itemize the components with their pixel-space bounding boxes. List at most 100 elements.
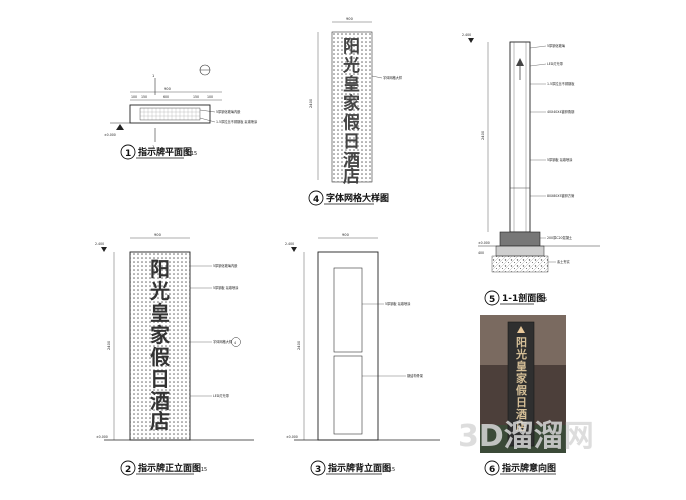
render-characters: 阳 光 皇 家 假 日 酒 店 bbox=[515, 335, 528, 433]
render-sign-post bbox=[507, 321, 535, 447]
back-drawing: 2.400 900 2400 ±0.000 5厚钢板 氟碳喷涂 钢结构骨架 3 … bbox=[285, 233, 440, 476]
grid-char-6: 日 bbox=[343, 132, 360, 152]
plan-caption: 1 指示牌平面图 1:15 bbox=[120, 144, 197, 160]
back-caption-title: 指示牌背立面图 bbox=[328, 462, 391, 474]
front-char-4: 家 bbox=[150, 323, 171, 347]
section-callout-4: 40X40X4镀锌角钢 bbox=[547, 109, 574, 114]
front-height-label: 2400 bbox=[107, 340, 111, 350]
grid-panel bbox=[331, 31, 373, 183]
section-callout-5: 5厚钢板 氟碳喷涂 bbox=[547, 157, 573, 162]
section-caption-scale: 1:15 bbox=[536, 297, 547, 303]
front-callout-4: LED灯光带 bbox=[213, 393, 230, 398]
back-height-label: 2400 bbox=[297, 340, 301, 350]
section-leaders bbox=[529, 45, 556, 263]
render-caption-title: 指示牌意向图 bbox=[502, 462, 556, 474]
front-caption-scale: 1:15 bbox=[196, 467, 207, 473]
section-height-label: 2400 bbox=[481, 130, 485, 140]
render-char-4: 家 bbox=[516, 371, 528, 385]
section-arrow-icon bbox=[516, 58, 524, 66]
section-drawing: 2.400 2400 ±0.000 400 5厚钢化玻璃 LED灯光带 1.5厚 bbox=[462, 33, 600, 306]
section-callout-8: 素土夯实 bbox=[557, 259, 570, 264]
section-level-top: 2.400 bbox=[462, 33, 471, 37]
grid-caption: 4 字体网格大样图 1:15 bbox=[308, 190, 389, 206]
grid-caption-number: 4 bbox=[313, 195, 319, 205]
grid-char-2: 光 bbox=[342, 55, 360, 76]
back-panel bbox=[317, 251, 379, 441]
section-callout-7: 200厚C20混凝土 bbox=[547, 235, 573, 240]
section-soil bbox=[491, 255, 549, 273]
front-caption: 2 指示牌正立面图 1:15 bbox=[120, 460, 207, 476]
front-char-7: 酒 bbox=[150, 389, 170, 413]
grid-characters: 阳 光 皇 家 假 日 酒 店 bbox=[342, 37, 360, 187]
plan-dimension-chain: 100 150 600 150 100 bbox=[131, 95, 213, 99]
render-char-7: 酒 bbox=[516, 408, 527, 421]
render-arrow-icon bbox=[517, 326, 525, 333]
section-base-dim: 400 bbox=[478, 251, 484, 255]
front-level-top-marker bbox=[101, 247, 107, 252]
section-caption: 5 1-1剖面图 1:15 bbox=[484, 290, 547, 306]
front-drawing: 2.400 900 2400 阳 光 皇 家 假 日 酒 店 ±0.000 5厚… bbox=[95, 233, 254, 476]
render-caption: 6 指示牌意向图 bbox=[484, 460, 556, 476]
section-marker-top: 1 bbox=[152, 74, 154, 78]
back-width-label: 900 bbox=[342, 233, 350, 237]
back-caption: 3 指示牌背立面图 1:15 bbox=[310, 460, 395, 476]
front-char-1: 阳 bbox=[150, 257, 170, 281]
plan-seg-2: 150 bbox=[141, 95, 147, 99]
plan-width-label: 900 bbox=[164, 87, 172, 91]
front-caption-title: 指示牌正立面图 bbox=[138, 462, 201, 474]
section-level-ground: ±0.000 bbox=[478, 241, 490, 245]
plan-seg-1: 100 bbox=[131, 95, 137, 99]
plan-drawing: 1 1 900 100 150 600 150 100 ±0.000 5厚钢化玻… bbox=[104, 64, 258, 160]
plan-callout-2: 1.5厚拉丝不锈钢板 氟碳喷涂 bbox=[216, 119, 258, 124]
front-callout-3: 字体网格大样 bbox=[213, 339, 233, 344]
plan-level-label: ±0.000 bbox=[104, 133, 116, 137]
section-callout-2: LED灯光带 bbox=[547, 61, 564, 66]
section-caption-number: 5 bbox=[489, 295, 495, 305]
section-callout-1: 5厚钢化玻璃 bbox=[547, 43, 566, 48]
back-lower-frame bbox=[333, 355, 363, 435]
grid-width-label: 900 bbox=[346, 17, 354, 21]
back-caption-scale: 1:15 bbox=[384, 467, 395, 473]
back-level-top-marker bbox=[291, 247, 297, 252]
section-callout-3: 1.5厚拉丝不锈钢板 bbox=[547, 81, 575, 86]
grid-caption-title: 字体网格大样图 bbox=[326, 192, 389, 204]
plan-seg-3: 600 bbox=[163, 95, 169, 99]
section-marker-bottom: 1 bbox=[152, 145, 154, 149]
plan-outline bbox=[129, 104, 211, 124]
grid-char-3: 皇 bbox=[343, 74, 360, 95]
back-upper-frame bbox=[333, 267, 363, 353]
render-char-2: 光 bbox=[515, 347, 527, 361]
watermark-text: 3D溜溜网 bbox=[458, 419, 594, 454]
grid-caption-scale: 1:15 bbox=[376, 197, 387, 203]
front-char-2: 光 bbox=[149, 279, 170, 303]
render-drawing: 阳 光 皇 家 假 日 酒 店 6 指示牌意向图 bbox=[480, 315, 566, 476]
front-grid-ref-number: 4 bbox=[234, 341, 236, 345]
render-char-5: 假 bbox=[516, 383, 528, 397]
plan-caption-title: 指示牌平面图 bbox=[138, 146, 192, 158]
plan-seg-5: 100 bbox=[207, 95, 213, 99]
back-caption-number: 3 bbox=[315, 465, 321, 475]
render-char-1: 阳 bbox=[516, 335, 527, 349]
back-callout-1: 5厚钢板 氟碳喷涂 bbox=[385, 301, 411, 306]
front-char-3: 皇 bbox=[150, 301, 170, 325]
front-char-8: 店 bbox=[150, 409, 170, 433]
grid-callout: 字体网格大样 bbox=[383, 75, 403, 80]
section-level-top-marker bbox=[468, 38, 474, 43]
front-char-6: 日 bbox=[150, 367, 170, 391]
section-caption-title: 1-1剖面图 bbox=[502, 292, 545, 304]
back-level-top: 2.400 bbox=[285, 242, 294, 246]
plan-callout-1: 5厚钢化玻璃内嵌 bbox=[216, 109, 241, 114]
front-grid-reference bbox=[231, 337, 241, 347]
grid-char-1: 阳 bbox=[343, 37, 360, 57]
plan-caption-number: 1 bbox=[125, 149, 131, 159]
grid-height-label: 2400 bbox=[309, 98, 313, 108]
grid-char-7: 酒 bbox=[343, 150, 360, 171]
front-leaders bbox=[190, 265, 212, 397]
plan-caption-scale: 1:15 bbox=[186, 151, 197, 157]
front-width-label: 900 bbox=[154, 233, 162, 237]
front-panel bbox=[129, 251, 191, 441]
front-level-top: 2.400 bbox=[95, 242, 104, 246]
grid-drawing: 900 2400 阳 光 皇 家 假 日 酒 店 字体网格大样 4 字体网格大样… bbox=[308, 17, 403, 206]
plan-level-marker bbox=[116, 124, 124, 130]
